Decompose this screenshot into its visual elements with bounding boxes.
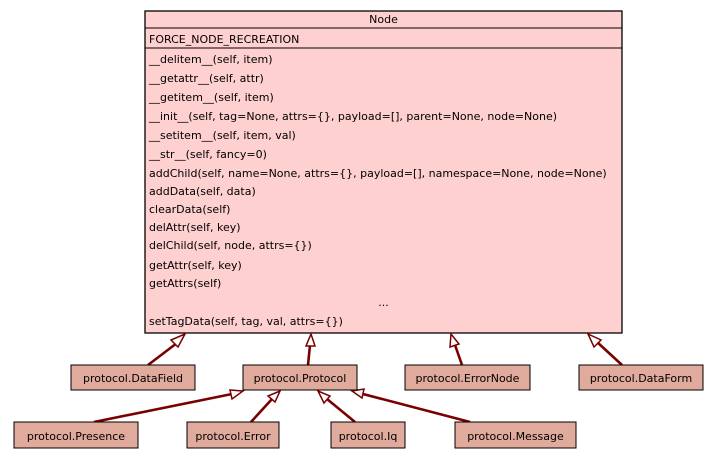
- edge-iq-to-protocol: [326, 397, 356, 424]
- class-iq[interactable]: protocol.Iq: [330, 421, 406, 449]
- arrowhead-message-to-protocol: [350, 388, 365, 400]
- edge-errornode-to-node: [453, 344, 464, 366]
- class-datafield-label: protocol.DataField: [83, 372, 183, 385]
- node-method: __str__(self, fancy=0): [148, 148, 267, 161]
- class-protocol-label: protocol.Protocol: [254, 372, 347, 385]
- node-method: __setitem__(self, item, val): [148, 129, 296, 142]
- class-errornode[interactable]: protocol.ErrorNode: [404, 364, 531, 391]
- edge-presence-to-protocol: [93, 392, 233, 424]
- class-presence-box: [13, 421, 139, 449]
- node-class-title: Node: [369, 13, 398, 26]
- arrowhead-error-to-protocol: [266, 389, 282, 404]
- class-dataform-box: [578, 364, 704, 391]
- arrowhead-errornode-to-node: [449, 332, 461, 349]
- arrowhead-iq-to-protocol: [316, 389, 332, 405]
- class-iq-label: protocol.Iq: [339, 430, 398, 443]
- node-method: __delitem__(self, item): [148, 53, 273, 66]
- node-method: __getitem__(self, item): [148, 91, 274, 104]
- class-error-box: [186, 421, 280, 449]
- node-method: __getattr__(self, attr): [148, 72, 264, 85]
- class-message[interactable]: protocol.Message: [454, 421, 577, 449]
- class-protocol-box: [242, 364, 358, 391]
- class-dataform[interactable]: protocol.DataForm: [578, 364, 704, 391]
- node-method: setTagData(self, tag, val, attrs={}): [149, 315, 343, 328]
- edge-datafield-to-node: [147, 341, 178, 367]
- arrowhead-protocol-to-node: [304, 331, 317, 347]
- node-method: getAttrs(self): [149, 277, 221, 290]
- node-method: delAttr(self, key): [149, 221, 241, 234]
- arrowhead-datafield-to-node: [169, 332, 187, 349]
- node-class-box: [144, 10, 623, 334]
- arrowhead-dataform-to-node: [586, 332, 603, 349]
- class-error[interactable]: protocol.Error: [186, 421, 280, 449]
- class-errornode-box: [404, 364, 531, 391]
- node-class[interactable]: Node FORCE_NODE_RECREATION __delitem__(s…: [144, 10, 623, 334]
- class-errornode-label: protocol.ErrorNode: [416, 372, 520, 385]
- class-error-label: protocol.Error: [195, 430, 271, 443]
- class-protocol[interactable]: protocol.Protocol: [242, 364, 358, 391]
- class-iq-box: [330, 421, 406, 449]
- edge-protocol-to-node: [306, 344, 312, 366]
- node-attribute: FORCE_NODE_RECREATION: [149, 33, 299, 46]
- node-method: clearData(self): [149, 203, 230, 216]
- class-dataform-label: protocol.DataForm: [590, 372, 692, 385]
- inheritance-edges: [93, 331, 623, 424]
- arrowhead-presence-to-protocol: [229, 389, 246, 401]
- class-message-label: protocol.Message: [467, 430, 564, 443]
- node-methods-ellipsis: ...: [378, 296, 389, 309]
- class-presence-label: protocol.Presence: [27, 430, 125, 443]
- class-presence[interactable]: protocol.Presence: [13, 421, 139, 449]
- node-method: addData(self, data): [149, 185, 256, 198]
- edge-error-to-protocol: [250, 398, 273, 423]
- class-datafield-box: [70, 364, 196, 391]
- node-method: addChild(self, name=None, attrs={}, payl…: [149, 167, 607, 180]
- node-method: __init__(self, tag=None, attrs={}, paylo…: [148, 110, 557, 123]
- node-method: getAttr(self, key): [149, 259, 242, 272]
- edge-dataform-to-node: [596, 341, 623, 366]
- node-method: delChild(self, node, attrs={}): [149, 239, 312, 252]
- class-datafield[interactable]: protocol.DataField: [70, 364, 196, 391]
- edge-message-to-protocol: [362, 392, 471, 424]
- class-message-box: [454, 421, 577, 449]
